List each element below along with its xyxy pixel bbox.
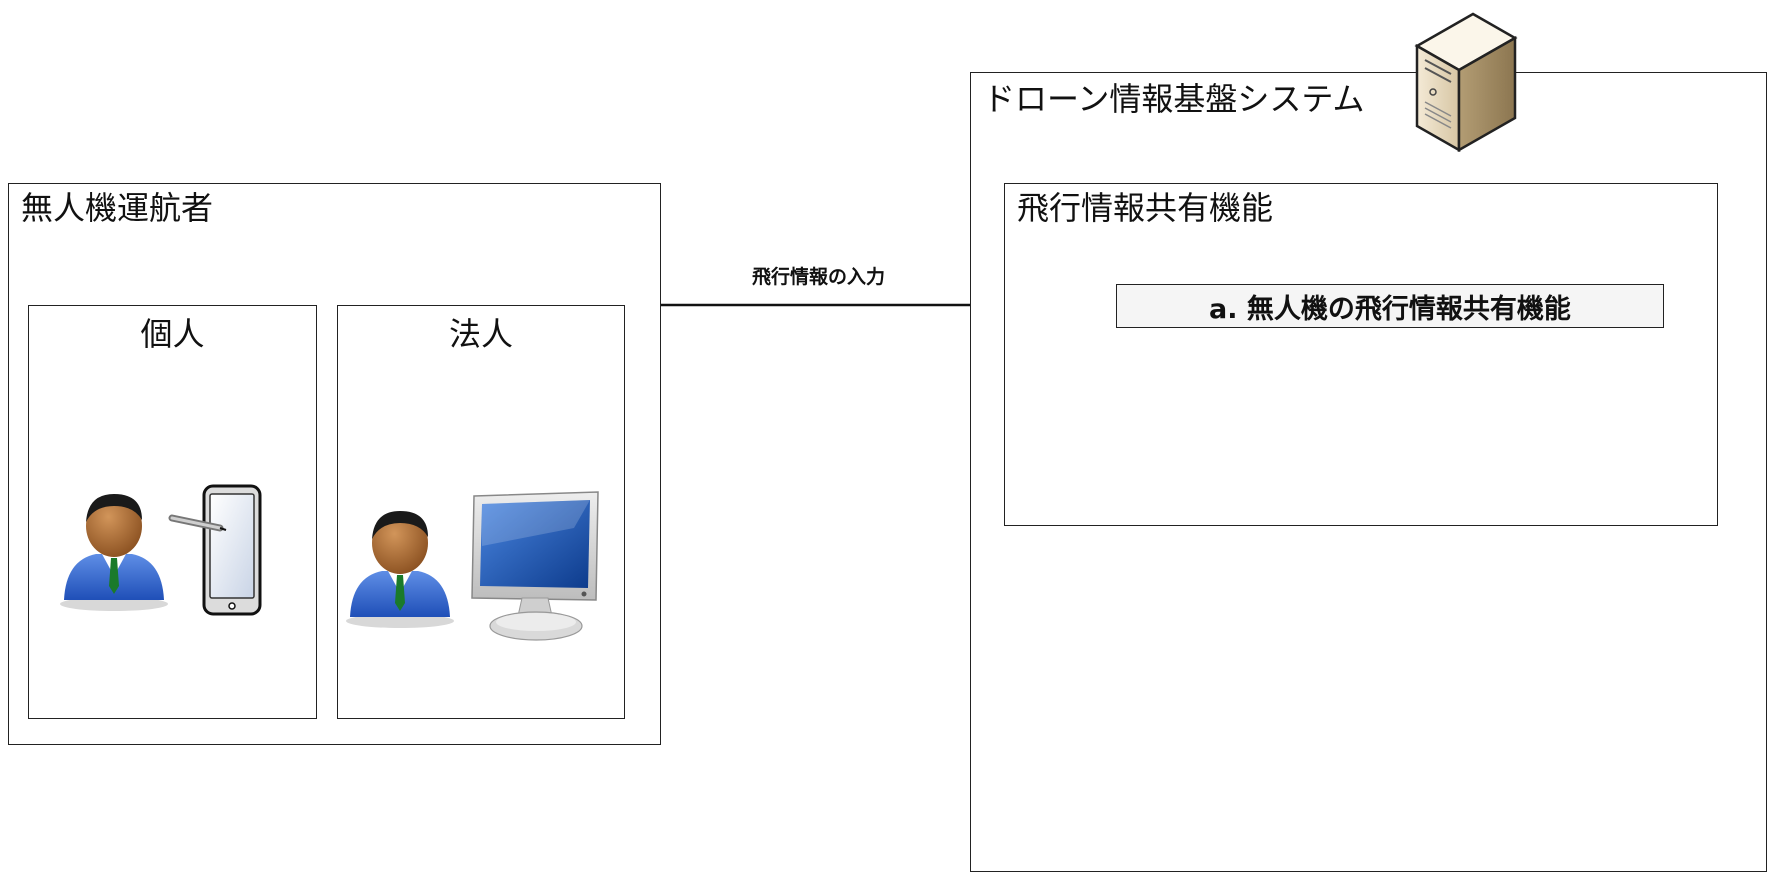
- function-group-title: 飛行情報共有機能: [1017, 189, 1274, 227]
- user-icon: [58, 486, 170, 612]
- operator-box-title: 無人機運航者: [21, 189, 214, 227]
- individual-box: 個人: [28, 305, 317, 719]
- function-group-box: 飛行情報共有機能: [1004, 183, 1718, 526]
- user-icon: [344, 503, 456, 629]
- function-item: a. 無人機の飛行情報共有機能: [1116, 284, 1664, 328]
- individual-box-title: 個人: [140, 315, 205, 353]
- corporation-box-title: 法人: [448, 315, 513, 353]
- system-box-title: ドローン情報基盤システム: [983, 80, 1365, 118]
- arrow-label: 飛行情報の入力: [752, 266, 886, 288]
- server-icon: [1411, 8, 1521, 152]
- tablet-icon: [168, 482, 264, 616]
- desktop-monitor-icon: [464, 488, 604, 644]
